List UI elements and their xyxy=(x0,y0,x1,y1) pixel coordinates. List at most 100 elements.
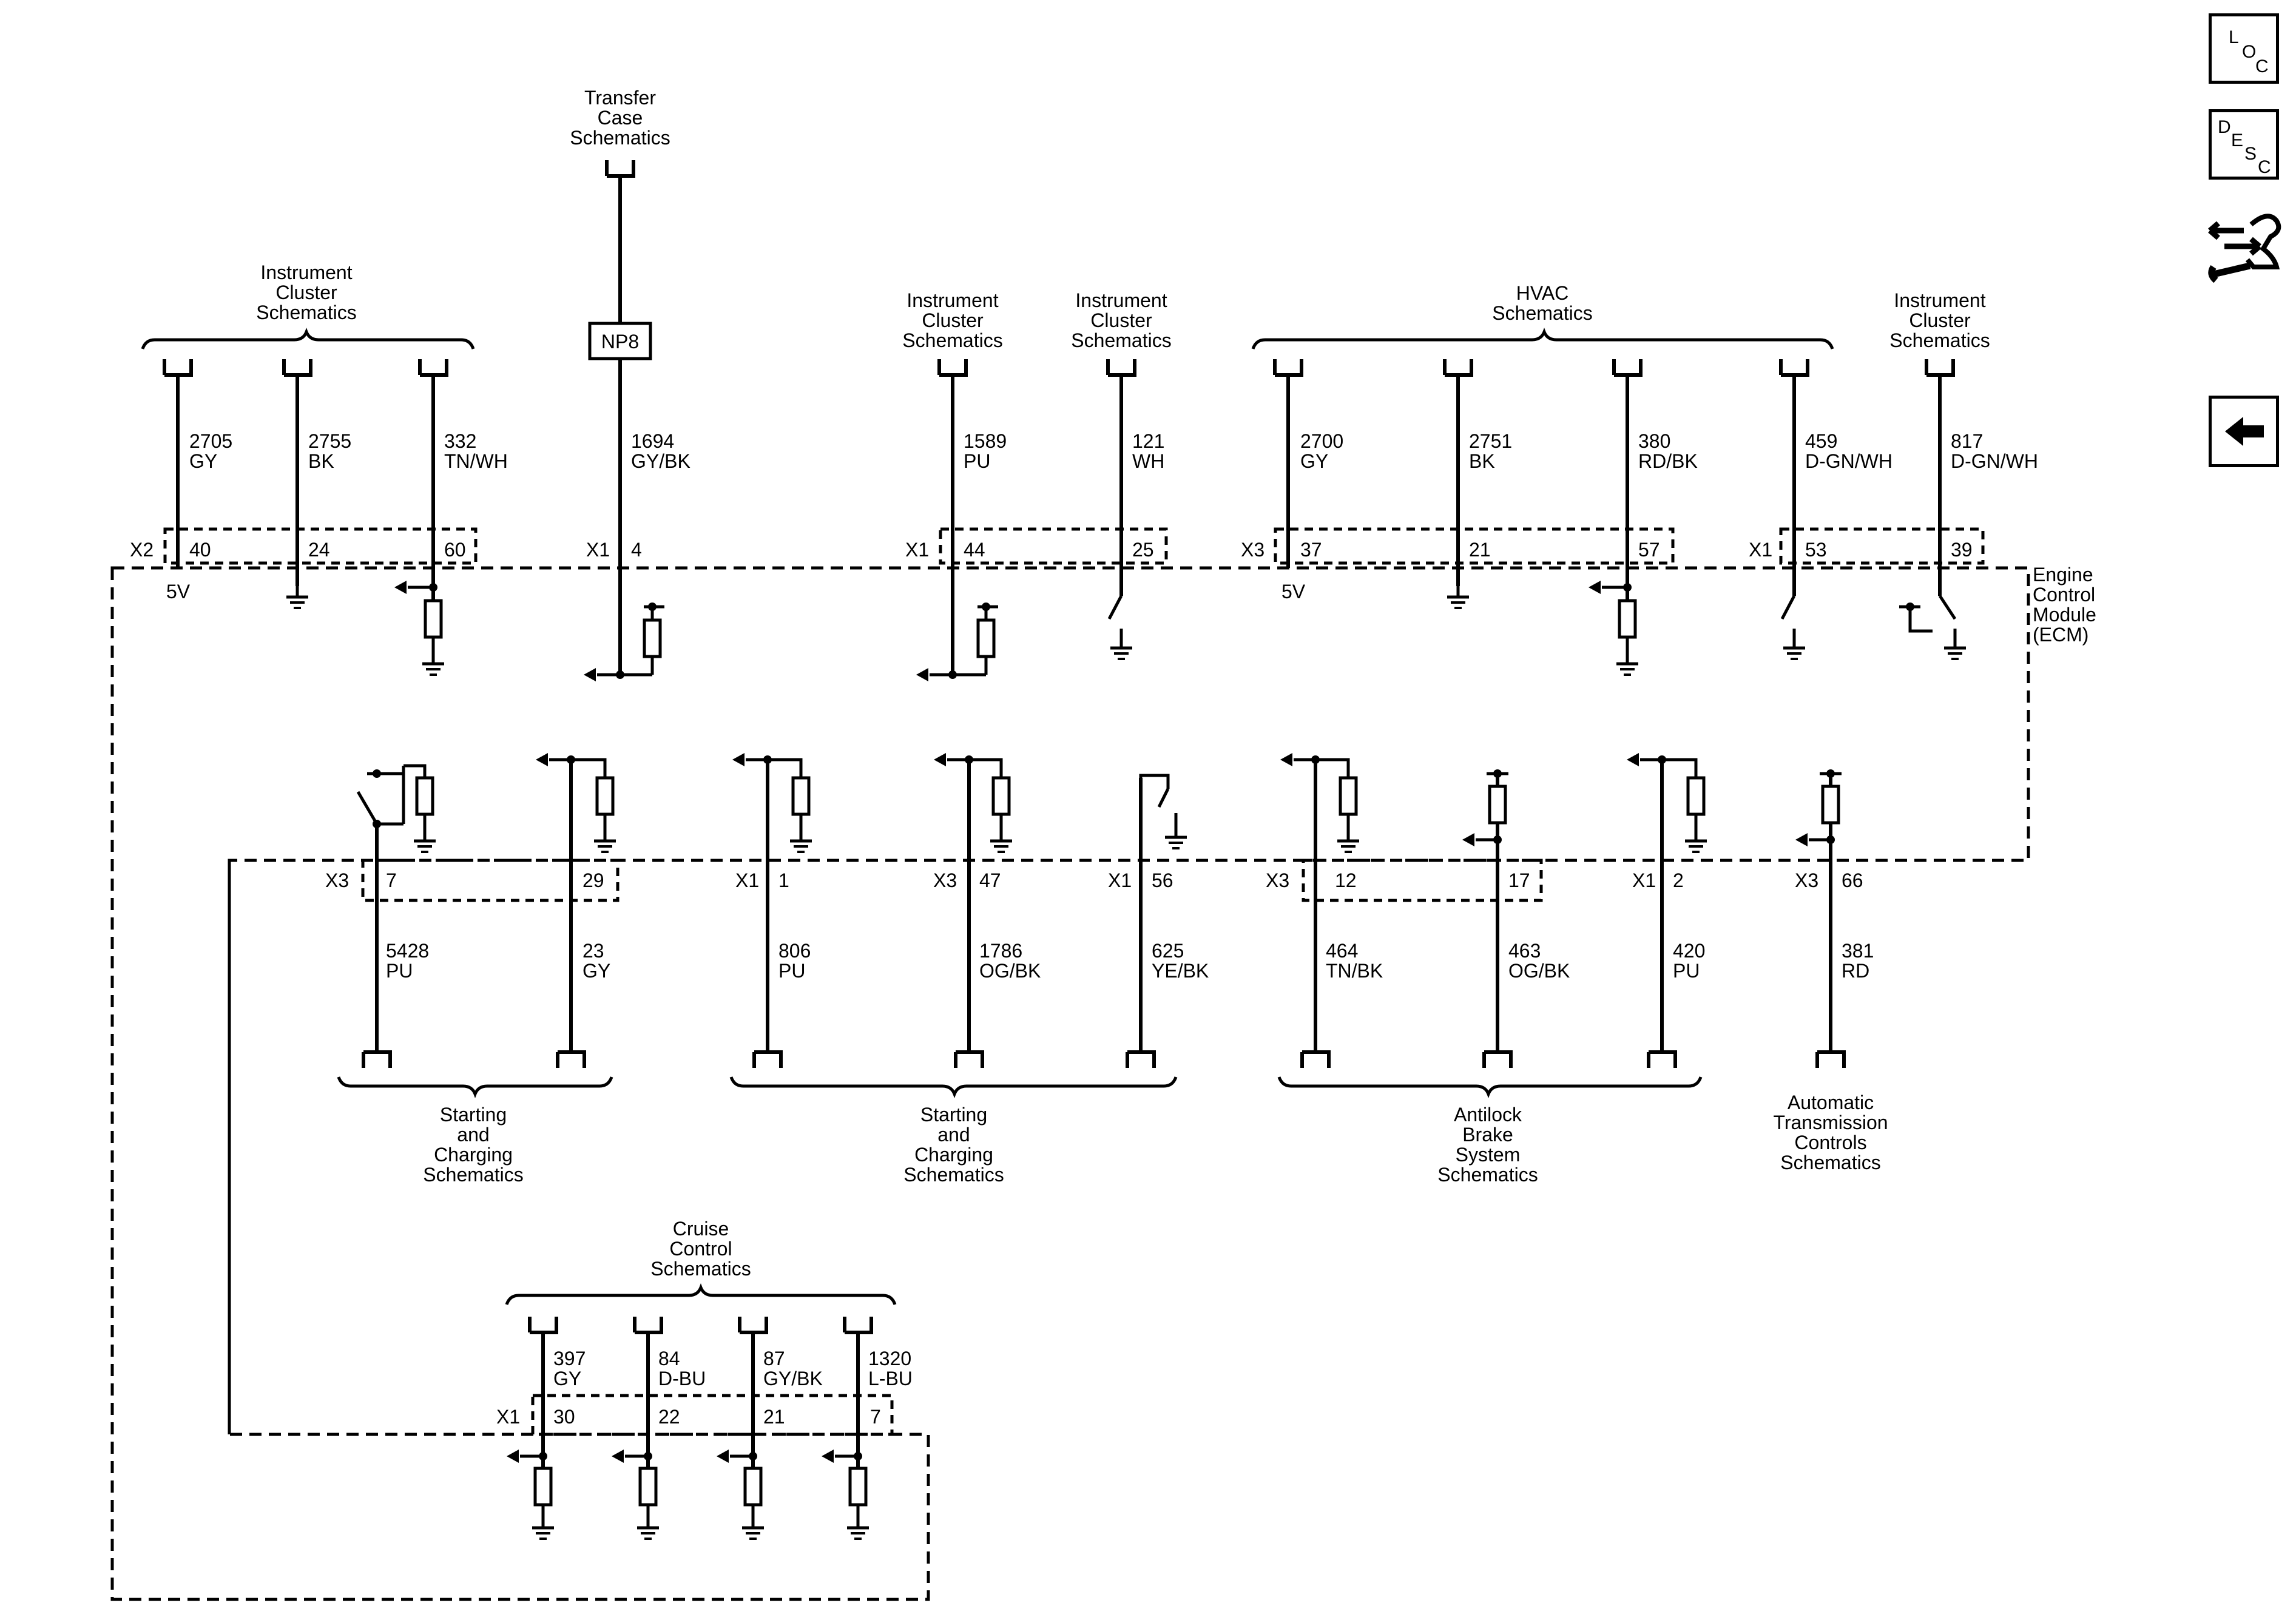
mid-connector-5: X1 xyxy=(1632,869,1656,891)
svg-text:459: 459 xyxy=(1805,430,1837,452)
location-button[interactable]: L O C xyxy=(2209,13,2279,84)
svg-text:Schematics: Schematics xyxy=(1071,329,1171,351)
top-group-label-1: Transfer Case Schematics xyxy=(570,87,670,149)
top-connector-0: X2 xyxy=(130,539,154,561)
circuit-1694: NP8 1694 GY/BK 4 xyxy=(584,160,690,681)
circuit-381: 381 RD 66 xyxy=(1795,769,1874,1068)
top-connector-3: X3 xyxy=(1241,539,1264,561)
svg-text:Cluster: Cluster xyxy=(1090,309,1152,331)
svg-text:463: 463 xyxy=(1508,940,1541,962)
svg-text:24: 24 xyxy=(308,539,330,561)
svg-text:Schematics: Schematics xyxy=(1889,329,1990,351)
cruise-group-bracket xyxy=(505,1283,897,1305)
back-button[interactable] xyxy=(2209,396,2279,467)
svg-text:TN/WH: TN/WH xyxy=(444,450,508,472)
np8-label: NP8 xyxy=(601,331,639,353)
ecm-boundary xyxy=(110,566,2030,1601)
svg-text:YE/BK: YE/BK xyxy=(1152,960,1209,982)
svg-text:1320: 1320 xyxy=(868,1348,911,1369)
svg-text:57: 57 xyxy=(1638,539,1660,561)
svg-text:Charging: Charging xyxy=(914,1144,993,1166)
svg-text:84: 84 xyxy=(658,1348,680,1369)
svg-text:66: 66 xyxy=(1842,869,1863,891)
location-letter-o: O xyxy=(2242,42,2257,62)
svg-text:37: 37 xyxy=(1300,539,1322,561)
svg-text:OG/BK: OG/BK xyxy=(979,960,1041,982)
cruise-connector: X1 xyxy=(496,1406,520,1428)
svg-text:53: 53 xyxy=(1805,539,1827,561)
svg-text:420: 420 xyxy=(1673,940,1705,962)
svg-text:PU: PU xyxy=(778,960,805,982)
circuit-2700: 2700 GY 37 5V xyxy=(1275,359,1343,603)
description-button[interactable]: D E S C xyxy=(2209,109,2279,180)
top-connector-boxes xyxy=(163,527,1985,565)
circuit-806: 806 PU 1 xyxy=(732,753,812,1068)
description-letter-d: D xyxy=(2218,117,2231,137)
top-group-label-0: Instrument Cluster Schematics xyxy=(256,262,356,323)
svg-text:332: 332 xyxy=(444,430,476,452)
svg-text:RD/BK: RD/BK xyxy=(1638,450,1698,472)
mid-group-label-0: Starting and Charging Schematics xyxy=(423,1104,523,1186)
mid-group-label-1: Starting and Charging Schematics xyxy=(903,1104,1004,1186)
svg-text:Case: Case xyxy=(598,107,643,129)
svg-text:HVAC: HVAC xyxy=(1516,282,1569,304)
svg-text:Instrument: Instrument xyxy=(1075,289,1167,311)
svg-text:47: 47 xyxy=(979,869,1001,891)
top-group-label-5: Instrument Cluster Schematics xyxy=(1889,289,1990,351)
top-group-label-4: HVAC Schematics xyxy=(1492,282,1592,324)
connector-repair-icon-graphic xyxy=(2208,214,2281,283)
svg-text:GY/BK: GY/BK xyxy=(631,450,690,472)
svg-text:Schematics: Schematics xyxy=(256,302,356,323)
description-letter-s: S xyxy=(2244,144,2257,164)
ecm-label: Engine Control Module (ECM) xyxy=(2033,564,2096,646)
top-connector-2: X1 xyxy=(905,539,929,561)
svg-text:WH: WH xyxy=(1132,450,1164,472)
connector-repair-icon[interactable] xyxy=(2207,206,2283,283)
svg-text:17: 17 xyxy=(1508,869,1530,891)
svg-text:25: 25 xyxy=(1132,539,1154,561)
mid-connector-2: X3 xyxy=(933,869,957,891)
svg-text:1694: 1694 xyxy=(631,430,674,452)
svg-text:GY: GY xyxy=(582,960,610,982)
circuit-2705: 2705 GY 40 5V xyxy=(164,359,232,603)
svg-text:Control: Control xyxy=(2033,584,2095,606)
svg-text:397: 397 xyxy=(553,1348,586,1369)
location-letter-l: L xyxy=(2229,27,2239,47)
svg-text:Schematics: Schematics xyxy=(423,1164,523,1186)
svg-text:44: 44 xyxy=(964,539,985,561)
svg-text:Schematics: Schematics xyxy=(903,1164,1004,1186)
svg-text:BK: BK xyxy=(1469,450,1495,472)
circuit-380: 380 RD/BK 57 xyxy=(1589,359,1698,675)
svg-text:625: 625 xyxy=(1152,940,1184,962)
svg-text:RD: RD xyxy=(1842,960,1869,982)
svg-text:TN/BK: TN/BK xyxy=(1326,960,1383,982)
mid-connector-4: X3 xyxy=(1266,869,1289,891)
svg-text:40: 40 xyxy=(189,539,211,561)
description-letter-c: C xyxy=(2258,157,2271,177)
svg-text:5428: 5428 xyxy=(386,940,429,962)
circuit-459: 459 D-GN/WH 53 xyxy=(1781,359,1893,659)
circuit-1320: 1320 L-BU 7 xyxy=(822,1317,913,1539)
svg-text:39: 39 xyxy=(1951,539,1973,561)
svg-text:(ECM): (ECM) xyxy=(2033,624,2088,646)
mid-group-label-3: Automatic Transmission Controls Schemati… xyxy=(1773,1092,1888,1173)
svg-text:Control: Control xyxy=(669,1238,732,1260)
location-letter-c: C xyxy=(2255,56,2269,76)
svg-text:56: 56 xyxy=(1152,869,1173,891)
svg-text:Transmission: Transmission xyxy=(1773,1112,1888,1133)
circuit-84: 84 D-BU 22 xyxy=(612,1317,706,1539)
svg-text:Cluster: Cluster xyxy=(1909,309,1971,331)
mid-connector-boxes xyxy=(361,859,1543,902)
svg-text:Engine: Engine xyxy=(2033,564,2093,586)
circuit-463: 463 OG/BK 17 xyxy=(1462,769,1570,1068)
circuit-1589: 1589 PU 44 xyxy=(916,359,1007,681)
svg-text:Schematics: Schematics xyxy=(1780,1152,1880,1173)
circuit-1786: 1786 OG/BK 47 xyxy=(934,753,1041,1068)
description-letter-e: E xyxy=(2231,130,2244,150)
svg-text:7: 7 xyxy=(870,1406,881,1428)
svg-text:1786: 1786 xyxy=(979,940,1022,962)
top-connector-1: X1 xyxy=(586,539,610,561)
circuit-397: 397 GY 30 xyxy=(507,1317,586,1539)
circuit-2751: 2751 BK 21 xyxy=(1445,359,1512,608)
svg-text:BK: BK xyxy=(308,450,334,472)
